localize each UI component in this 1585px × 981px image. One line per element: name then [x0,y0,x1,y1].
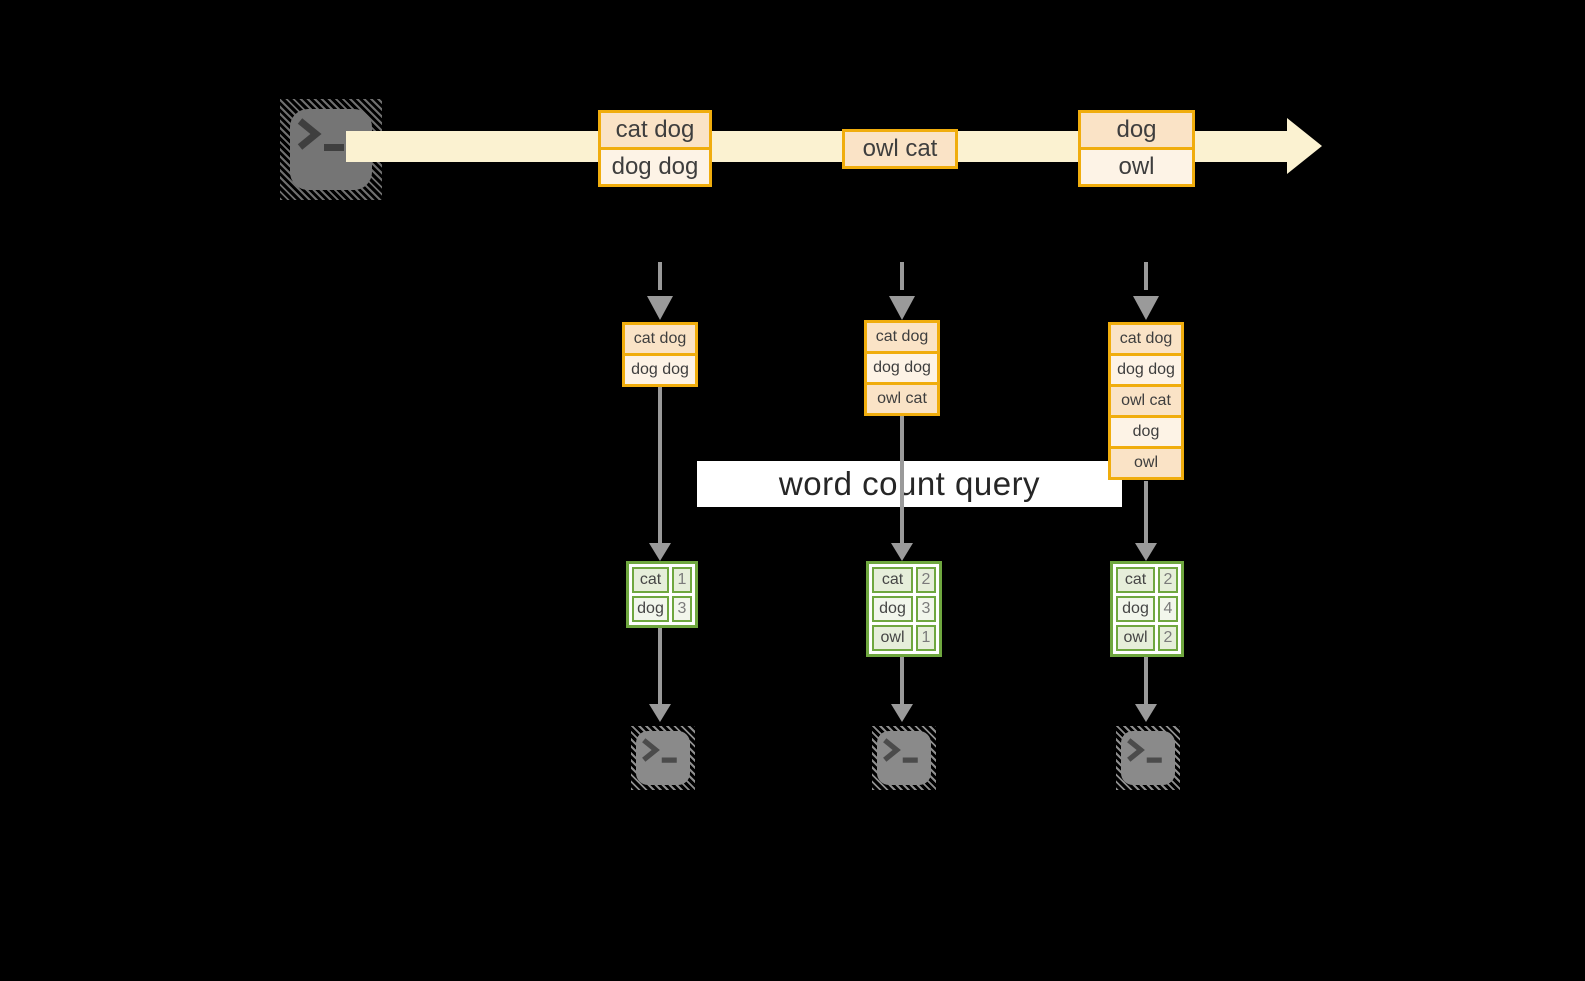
terminal-prompt-icon [883,738,918,763]
count-word-cell: dog [632,596,669,622]
count-value-cell: 1 [672,567,692,593]
arrow-line [900,656,904,706]
state-row: dog dog [625,353,695,384]
terminal-sink-icon [872,726,936,790]
stream-event-box-2: owl cat [842,129,958,169]
event-row: owl cat [845,132,955,166]
count-word-cell: cat [1116,567,1155,593]
stream-event-box-3: dog owl [1078,110,1195,187]
terminal-prompt-icon [642,738,677,763]
state-row: owl cat [1111,384,1181,415]
state-row: cat dog [1111,325,1181,353]
state-row: cat dog [867,323,937,351]
event-row: cat dog [601,113,709,147]
state-row: owl [1111,446,1181,477]
event-row: owl [1081,147,1192,184]
state-row: owl cat [867,382,937,413]
terminal-screen [877,731,931,785]
dashed-arrow-head-icon [889,296,915,320]
count-table-3: cat 2 dog 4 owl 2 [1110,561,1184,657]
count-word-cell: cat [872,567,913,593]
event-row: dog [1081,113,1192,147]
stream-event-box-1: cat dog dog dog [598,110,712,187]
dashed-arrow-line [658,262,662,290]
arrow-line [658,387,662,546]
arrow-head-icon [891,704,913,722]
count-value-cell: 2 [1158,625,1178,651]
query-label: word count query [778,465,1041,502]
state-row: dog dog [1111,353,1181,384]
dashed-arrow-line [900,262,904,290]
state-box-3: cat dog dog dog owl cat dog owl [1108,322,1184,480]
stream-arrowhead-icon [1287,118,1322,174]
query-label-box: word count query [697,461,1122,507]
count-word-cell: owl [872,625,913,651]
count-word-cell: dog [1116,596,1155,622]
count-word-cell: cat [632,567,669,593]
dashed-arrow-head-icon [647,296,673,320]
terminal-prompt-icon [297,118,344,151]
state-box-2: cat dog dog dog owl cat [864,320,940,416]
terminal-screen [1121,731,1175,785]
arrow-head-icon [649,543,671,561]
terminal-sink-icon [631,726,695,790]
state-row: cat dog [625,325,695,353]
arrow-head-icon [1135,543,1157,561]
event-row: dog dog [601,147,709,184]
arrow-head-icon [1135,704,1157,722]
arrow-line [900,416,904,546]
count-value-cell: 2 [1158,567,1178,593]
count-value-cell: 1 [916,625,936,651]
terminal-sink-icon [1116,726,1180,790]
count-table-1: cat 1 dog 3 [626,561,698,628]
arrow-line [1144,481,1148,546]
count-value-cell: 4 [1158,596,1178,622]
state-row: dog dog [867,351,937,382]
dashed-arrow-head-icon [1133,296,1159,320]
dashed-arrow-line [1144,262,1148,290]
count-value-cell: 3 [916,596,936,622]
count-value-cell: 2 [916,567,936,593]
terminal-prompt-icon [1127,738,1162,763]
count-value-cell: 3 [672,596,692,622]
state-box-1: cat dog dog dog [622,322,698,387]
count-word-cell: dog [872,596,913,622]
count-table-2: cat 2 dog 3 owl 1 [866,561,942,657]
count-word-cell: owl [1116,625,1155,651]
state-row: dog [1111,415,1181,446]
arrow-line [658,628,662,706]
arrow-head-icon [649,704,671,722]
arrow-line [1144,656,1148,706]
terminal-screen [636,731,690,785]
arrow-head-icon [891,543,913,561]
